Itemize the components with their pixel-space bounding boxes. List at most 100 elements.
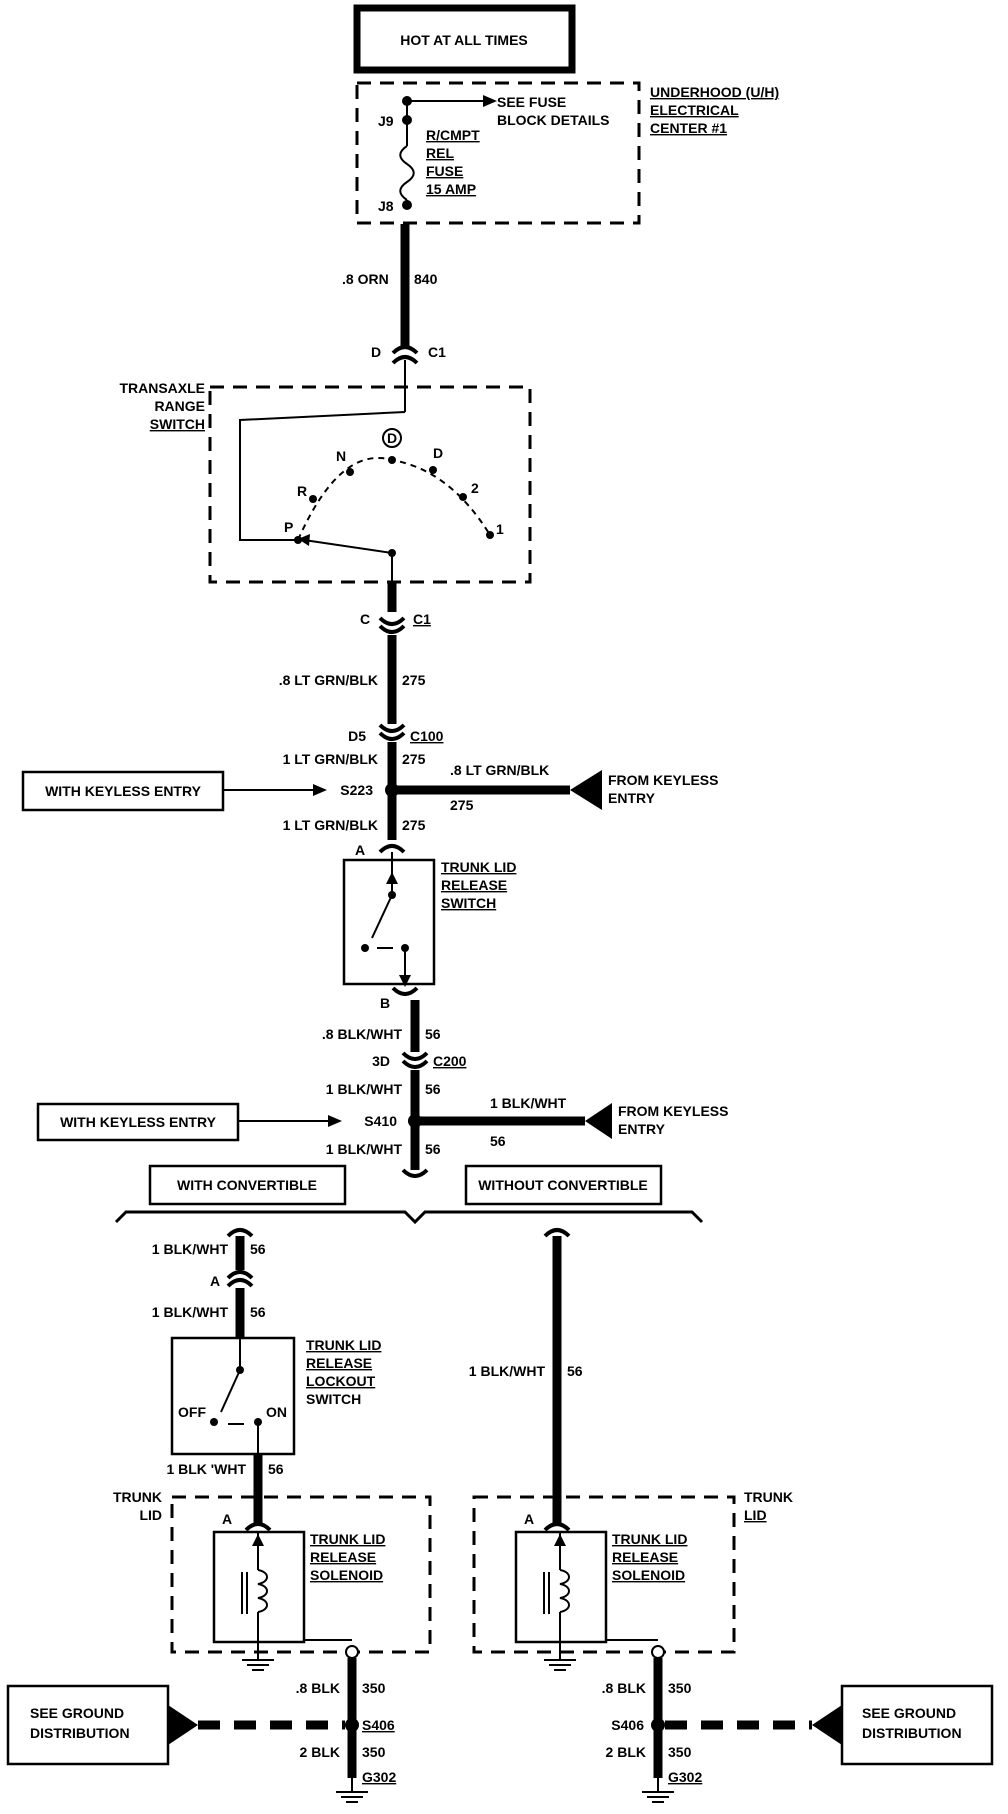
position-1-dot: [486, 531, 494, 539]
option-bracket: [114, 1210, 704, 1225]
transaxle-label-line-2: RANGE: [154, 398, 205, 414]
splice-s406-left-label: S406: [362, 1717, 395, 1733]
trunk-switch-pin-b: B: [380, 995, 390, 1011]
wire-56-circuit-d: 56: [250, 1241, 266, 1257]
hot-at-all-times-box: HOT AT ALL TIMES: [353, 4, 576, 74]
trunk-lid-left: TRUNK LID A TRUNK LID RELEASE SOLENOID: [113, 1489, 432, 1671]
see-fuse-arrow-icon: [483, 95, 497, 107]
connector-c1-top-name: C1: [428, 344, 446, 360]
fuse-label-line-4: 15 AMP: [426, 181, 476, 197]
lockout-label-line-2: RELEASE: [306, 1355, 372, 1371]
underhood-label-line-3: CENTER #1: [650, 120, 727, 136]
overdrive-circle-icon: [382, 428, 402, 448]
wire-56-gauge-e: 1 BLK/WHT: [152, 1304, 229, 1320]
ground-dist-arrow-icon-left: [168, 1705, 198, 1745]
see-ground-right-line-2: DISTRIBUTION: [862, 1725, 962, 1741]
see-ground-left-line-2: DISTRIBUTION: [30, 1725, 130, 1741]
connector-c1-top: D C1: [371, 344, 446, 365]
position-n-label: N: [336, 448, 346, 464]
underhood-electrical-center: UNDERHOOD (U/H) ELECTRICAL CENTER #1 SEE…: [355, 81, 779, 225]
transaxle-label-line-3: SWITCH: [150, 416, 205, 432]
fuse-label-line-1: R/CMPT: [426, 127, 480, 143]
connector-c200-pin: 3D: [372, 1053, 390, 1069]
wire-350-circuit-a-left: 350: [362, 1680, 386, 1696]
keyless-arrow-icon-1: [313, 784, 327, 796]
fuse-label-line-2: REL: [426, 145, 454, 161]
position-p-label: P: [284, 519, 293, 535]
lockout-on-label: ON: [266, 1404, 287, 1420]
splice-s223-label: S223: [340, 782, 373, 798]
wire-56-circuit-b: 56: [425, 1081, 441, 1097]
fuse-label-line-3: FUSE: [426, 163, 463, 179]
trunk-lid-release-lockout-switch: OFF ON TRUNK LID RELEASE LOCKOUT SWITCH: [170, 1336, 381, 1456]
wire-56-keyless-circuit: 56: [490, 1133, 506, 1149]
right-solenoid-pin-a: A: [524, 1511, 534, 1527]
see-ground-right-line-1: SEE GROUND: [862, 1705, 956, 1721]
keyless-entry-input-56: WITH KEYLESS ENTRY: [36, 1102, 342, 1142]
from-keyless-arrow-icon-1: [570, 770, 602, 810]
keyless-arrow-icon-2: [328, 1115, 342, 1127]
right-solenoid-label-line-1: TRUNK LID: [612, 1531, 687, 1547]
selector-arrow-icon: [298, 534, 310, 546]
underhood-label-line-2: ELECTRICAL: [650, 102, 739, 118]
connector-c1-bottom: C C1: [360, 582, 431, 634]
wire-840-circuit: 840: [414, 271, 438, 287]
hot-at-all-times-label: HOT AT ALL TIMES: [400, 32, 528, 48]
connector-c1-bottom-pin: C: [360, 611, 370, 627]
from-keyless-arrow-icon-2: [585, 1103, 612, 1139]
from-keyless-line-1a: FROM KEYLESS: [608, 772, 718, 788]
see-ground-distribution-left: [6, 1684, 170, 1766]
overdrive-label: D: [387, 430, 397, 446]
see-fuse-line-2: BLOCK DETAILS: [497, 112, 610, 128]
option-with-convertible: WITH CONVERTIBLE: [148, 1164, 347, 1206]
with-convertible-label: WITH CONVERTIBLE: [177, 1177, 317, 1193]
ground-dist-arrow-icon-right: [812, 1705, 842, 1745]
wire-56-circuit-c: 56: [425, 1141, 441, 1157]
wire-56-circuit-g: 56: [567, 1363, 583, 1379]
wire-56-gauge-a: .8 BLK/WHT: [322, 1026, 403, 1042]
right-solenoid-label-line-2: RELEASE: [612, 1549, 678, 1565]
lockout-label-line-4: SWITCH: [306, 1391, 361, 1407]
position-od-dot: [388, 456, 396, 464]
right-solenoid-label-line-3: SOLENOID: [612, 1567, 685, 1583]
wire-56-gauge-g: 1 BLK/WHT: [469, 1363, 546, 1379]
underhood-label-line-1: UNDERHOOD (U/H): [650, 84, 779, 100]
transaxle-range-switch: TRANSAXLE RANGE SWITCH P R N D 2 1 D: [119, 380, 532, 584]
splice-s223: S223: [340, 782, 399, 798]
left-solenoid-label-line-3: SOLENOID: [310, 1567, 383, 1583]
with-keyless-entry-label-2: WITH KEYLESS ENTRY: [60, 1114, 216, 1130]
trunk-lid-left-line-1: TRUNK: [113, 1489, 162, 1505]
wire-275-circuit-b: 275: [402, 751, 426, 767]
trunk-lid-left-line-2: LID: [139, 1507, 162, 1523]
connector-c200: 3D C200: [372, 1051, 467, 1069]
position-2-label: 2: [471, 480, 479, 496]
wire-350-circuit-b-right: 350: [668, 1744, 692, 1760]
trunk-switch-label-line-2: RELEASE: [441, 877, 507, 893]
wire-275-circuit-c: 275: [402, 817, 426, 833]
position-r-label: R: [297, 483, 307, 499]
fuse-pin-top: J9: [378, 113, 394, 129]
splice-s406-right: [651, 1718, 665, 1732]
option-without-convertible: WITHOUT CONVERTIBLE: [464, 1164, 663, 1206]
ground-g302-left-label: G302: [362, 1769, 396, 1785]
connector-c100-pin: D5: [348, 728, 366, 744]
wire-350-gauge-b-left: 2 BLK: [300, 1744, 340, 1760]
position-n-dot: [346, 468, 354, 476]
position-2-dot: [459, 493, 467, 501]
connector-c1-bottom-name: C1: [413, 611, 431, 627]
without-convertible-label: WITHOUT CONVERTIBLE: [478, 1177, 648, 1193]
wire-350-gauge-a-right: .8 BLK: [602, 1680, 646, 1696]
splice-s410-label: S410: [364, 1113, 397, 1129]
wire-56-gauge-b: 1 BLK/WHT: [326, 1081, 403, 1097]
trunk-switch-pin-a: A: [355, 842, 365, 858]
wire-56-circuit-a: 56: [425, 1026, 441, 1042]
connector-conv-a-pin: A: [210, 1273, 220, 1289]
trunk-switch-label-line-3: SWITCH: [441, 895, 496, 911]
fuse-pin-bottom: J8: [378, 198, 394, 214]
see-ground-left-line-1: SEE GROUND: [30, 1705, 124, 1721]
lockout-off-contact: [210, 1418, 218, 1426]
wire-275-keyless-circuit: 275: [450, 797, 474, 813]
wire-275-gauge-a: .8 LT GRN/BLK: [279, 672, 378, 688]
wire-275-gauge-b: 1 LT GRN/BLK: [283, 751, 378, 767]
